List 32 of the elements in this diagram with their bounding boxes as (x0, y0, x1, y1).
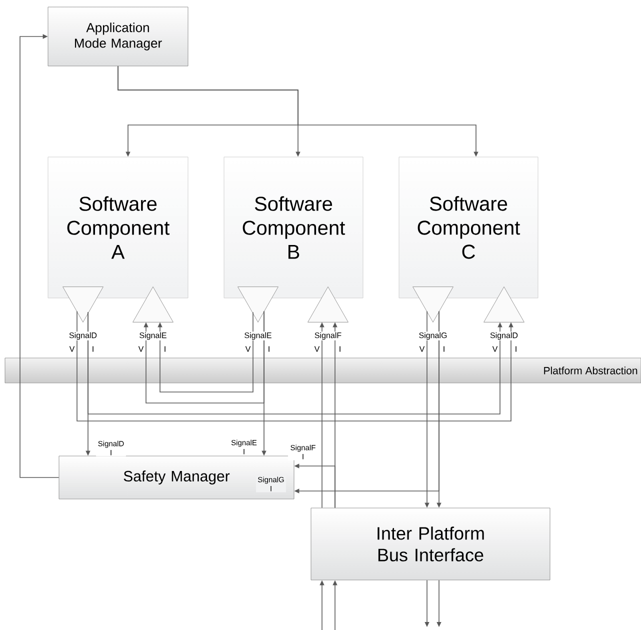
signal-label: SignalE (138, 332, 168, 340)
port-triangle (238, 286, 278, 322)
arrow (20, 34, 60, 478)
signal-label: SignalF (314, 332, 342, 340)
signal-label: V (138, 346, 144, 352)
component-box: Software Component A (48, 156, 188, 298)
signal-label: I (442, 346, 446, 352)
component-box: Software Component C (398, 156, 538, 298)
signal-label: SignalD (68, 332, 98, 340)
signal-label: V (244, 346, 252, 352)
port-triangle (308, 286, 348, 322)
signal-label: I (514, 346, 518, 352)
signal-label: I (163, 346, 167, 352)
band-label: Platform Abstraction (544, 366, 638, 374)
port-triangle (132, 286, 174, 322)
arrow (158, 312, 254, 392)
port-triangle (484, 286, 524, 322)
signal-label: V (492, 346, 498, 352)
port-triangle (412, 286, 454, 322)
process-box: Inter Platform Bus Interface (310, 508, 550, 580)
signal-label: V (418, 346, 426, 352)
signal-label: SignalE (244, 332, 272, 340)
signal-label: SignalG (418, 332, 448, 340)
signal-label: I (267, 346, 271, 352)
signal-label: V (314, 346, 320, 352)
port-triangle (62, 286, 104, 322)
component-box: Software Component B (224, 156, 364, 298)
signal-label: SignalD (489, 332, 519, 340)
process-box: Application Mode Manager (48, 6, 188, 66)
signal-label: I (91, 346, 95, 352)
signal-label: I (338, 346, 342, 352)
signal-label: V (68, 346, 76, 352)
